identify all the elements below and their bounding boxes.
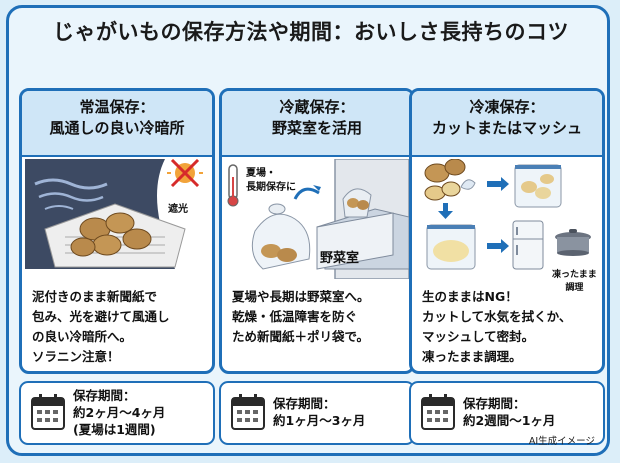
period-label: 保存期間： — [273, 396, 336, 411]
card-description: 夏場や長期は野菜室へ。 乾燥・低温障害を防ぐ ため新聞紙＋ポリ袋で。 — [232, 287, 408, 347]
freezer-illustration — [424, 159, 591, 270]
period-note: (夏場は1週間) — [73, 422, 156, 437]
period-label: 保存期間： — [463, 396, 526, 411]
card-heading: 冷蔵保存： — [279, 98, 355, 116]
period-text: 保存期間： 約2週間〜1ヶ月 — [463, 395, 555, 429]
period-label: 保存期間： — [73, 388, 136, 403]
card-fridge-body: 冷蔵保存： 野菜室を活用 夏場・ — [219, 88, 415, 374]
vegetable-drawer-label: 野菜室 — [320, 251, 360, 266]
calendar-icon — [231, 394, 265, 430]
cook-frozen-label: 凍ったまま 調理 — [552, 269, 597, 295]
card-description: 生のままはNG！ カットして水気を拭くか、 マッシュして密封。 凍ったまま調理。 — [422, 287, 598, 367]
card-subheading: カットまたはマッシュ — [431, 119, 582, 137]
room-temp-illustration — [25, 159, 203, 269]
period-value: 約1ヶ月〜3ヶ月 — [273, 413, 366, 428]
desc-line: ソラニン注意！ — [32, 349, 120, 364]
desc-line: 夏場や長期は野菜室へ。 — [232, 289, 370, 304]
desc-line: マッシュして密封。 — [422, 329, 535, 344]
period-text: 保存期間： 約1ヶ月〜3ヶ月 — [273, 395, 365, 429]
desc-line: カットして水気を拭くか、 — [422, 309, 572, 324]
desc-line: ため新聞紙＋ポリ袋で。 — [232, 329, 370, 344]
fridge-illustration — [227, 159, 409, 279]
infographic-frame: じゃがいもの保存方法や期間：おいしさ長持ちのコツ 常温保存： 風通しの良い冷暗所 — [6, 5, 610, 456]
desc-line: 包み、光を避けて風通し — [32, 309, 170, 324]
card-subheading: 風通しの良い冷暗所 — [49, 119, 185, 137]
desc-line: 凍ったまま調理。 — [422, 349, 522, 364]
note-line: 長期保存に — [246, 182, 296, 193]
note-line: 夏場・ — [246, 168, 276, 179]
card-room-temp-body: 常温保存： 風通しの良い冷暗所 — [19, 88, 215, 374]
calendar-icon — [421, 394, 455, 430]
storage-period-box: 保存期間： 約2週間〜1ヶ月 — [409, 381, 605, 445]
card-subheading: 野菜室を活用 — [271, 119, 362, 137]
no-light-label: 遮光 — [168, 204, 188, 215]
desc-line: 乾燥・低温障害を防ぐ — [232, 309, 358, 324]
period-text: 保存期間： 約2ヶ月〜4ヶ月 (夏場は1週間) — [73, 387, 165, 438]
period-value: 約2週間〜1ヶ月 — [463, 413, 556, 428]
ai-generated-label: AI生成イメージ — [528, 436, 595, 447]
card-description: 泥付きのまま新聞紙で 包み、光を避けて風通し の良い冷暗所へ。 ソラニン注意！ — [32, 287, 208, 367]
page-title: じゃがいもの保存方法や期間：おいしさ長持ちのコツ — [53, 20, 569, 44]
card-header: 常温保存： 風通しの良い冷暗所 — [22, 91, 212, 157]
calendar-icon — [31, 394, 65, 430]
cook-label-line: 凍ったまま — [552, 270, 597, 280]
storage-period-box: 保存期間： 約1ヶ月〜3ヶ月 — [219, 381, 415, 445]
storage-period-box: 保存期間： 約2ヶ月〜4ヶ月 (夏場は1週間) — [19, 381, 215, 445]
desc-line: 生のままはNG！ — [422, 289, 518, 304]
desc-line: の良い冷暗所へ。 — [32, 329, 133, 344]
desc-line: 泥付きのまま新聞紙で — [32, 289, 158, 304]
period-value: 約2ヶ月〜4ヶ月 — [73, 405, 166, 420]
card-freezer-body: 冷凍保存： カットまたはマッシュ — [409, 88, 605, 374]
note-label: 夏場・ 長期保存に — [246, 167, 296, 195]
cook-label-line: 調理 — [565, 283, 584, 293]
card-header: 冷蔵保存： 野菜室を活用 — [222, 91, 412, 157]
card-header: 冷凍保存： カットまたはマッシュ — [412, 91, 602, 157]
card-heading: 常温保存： — [79, 98, 155, 116]
card-heading: 冷凍保存： — [469, 98, 545, 116]
